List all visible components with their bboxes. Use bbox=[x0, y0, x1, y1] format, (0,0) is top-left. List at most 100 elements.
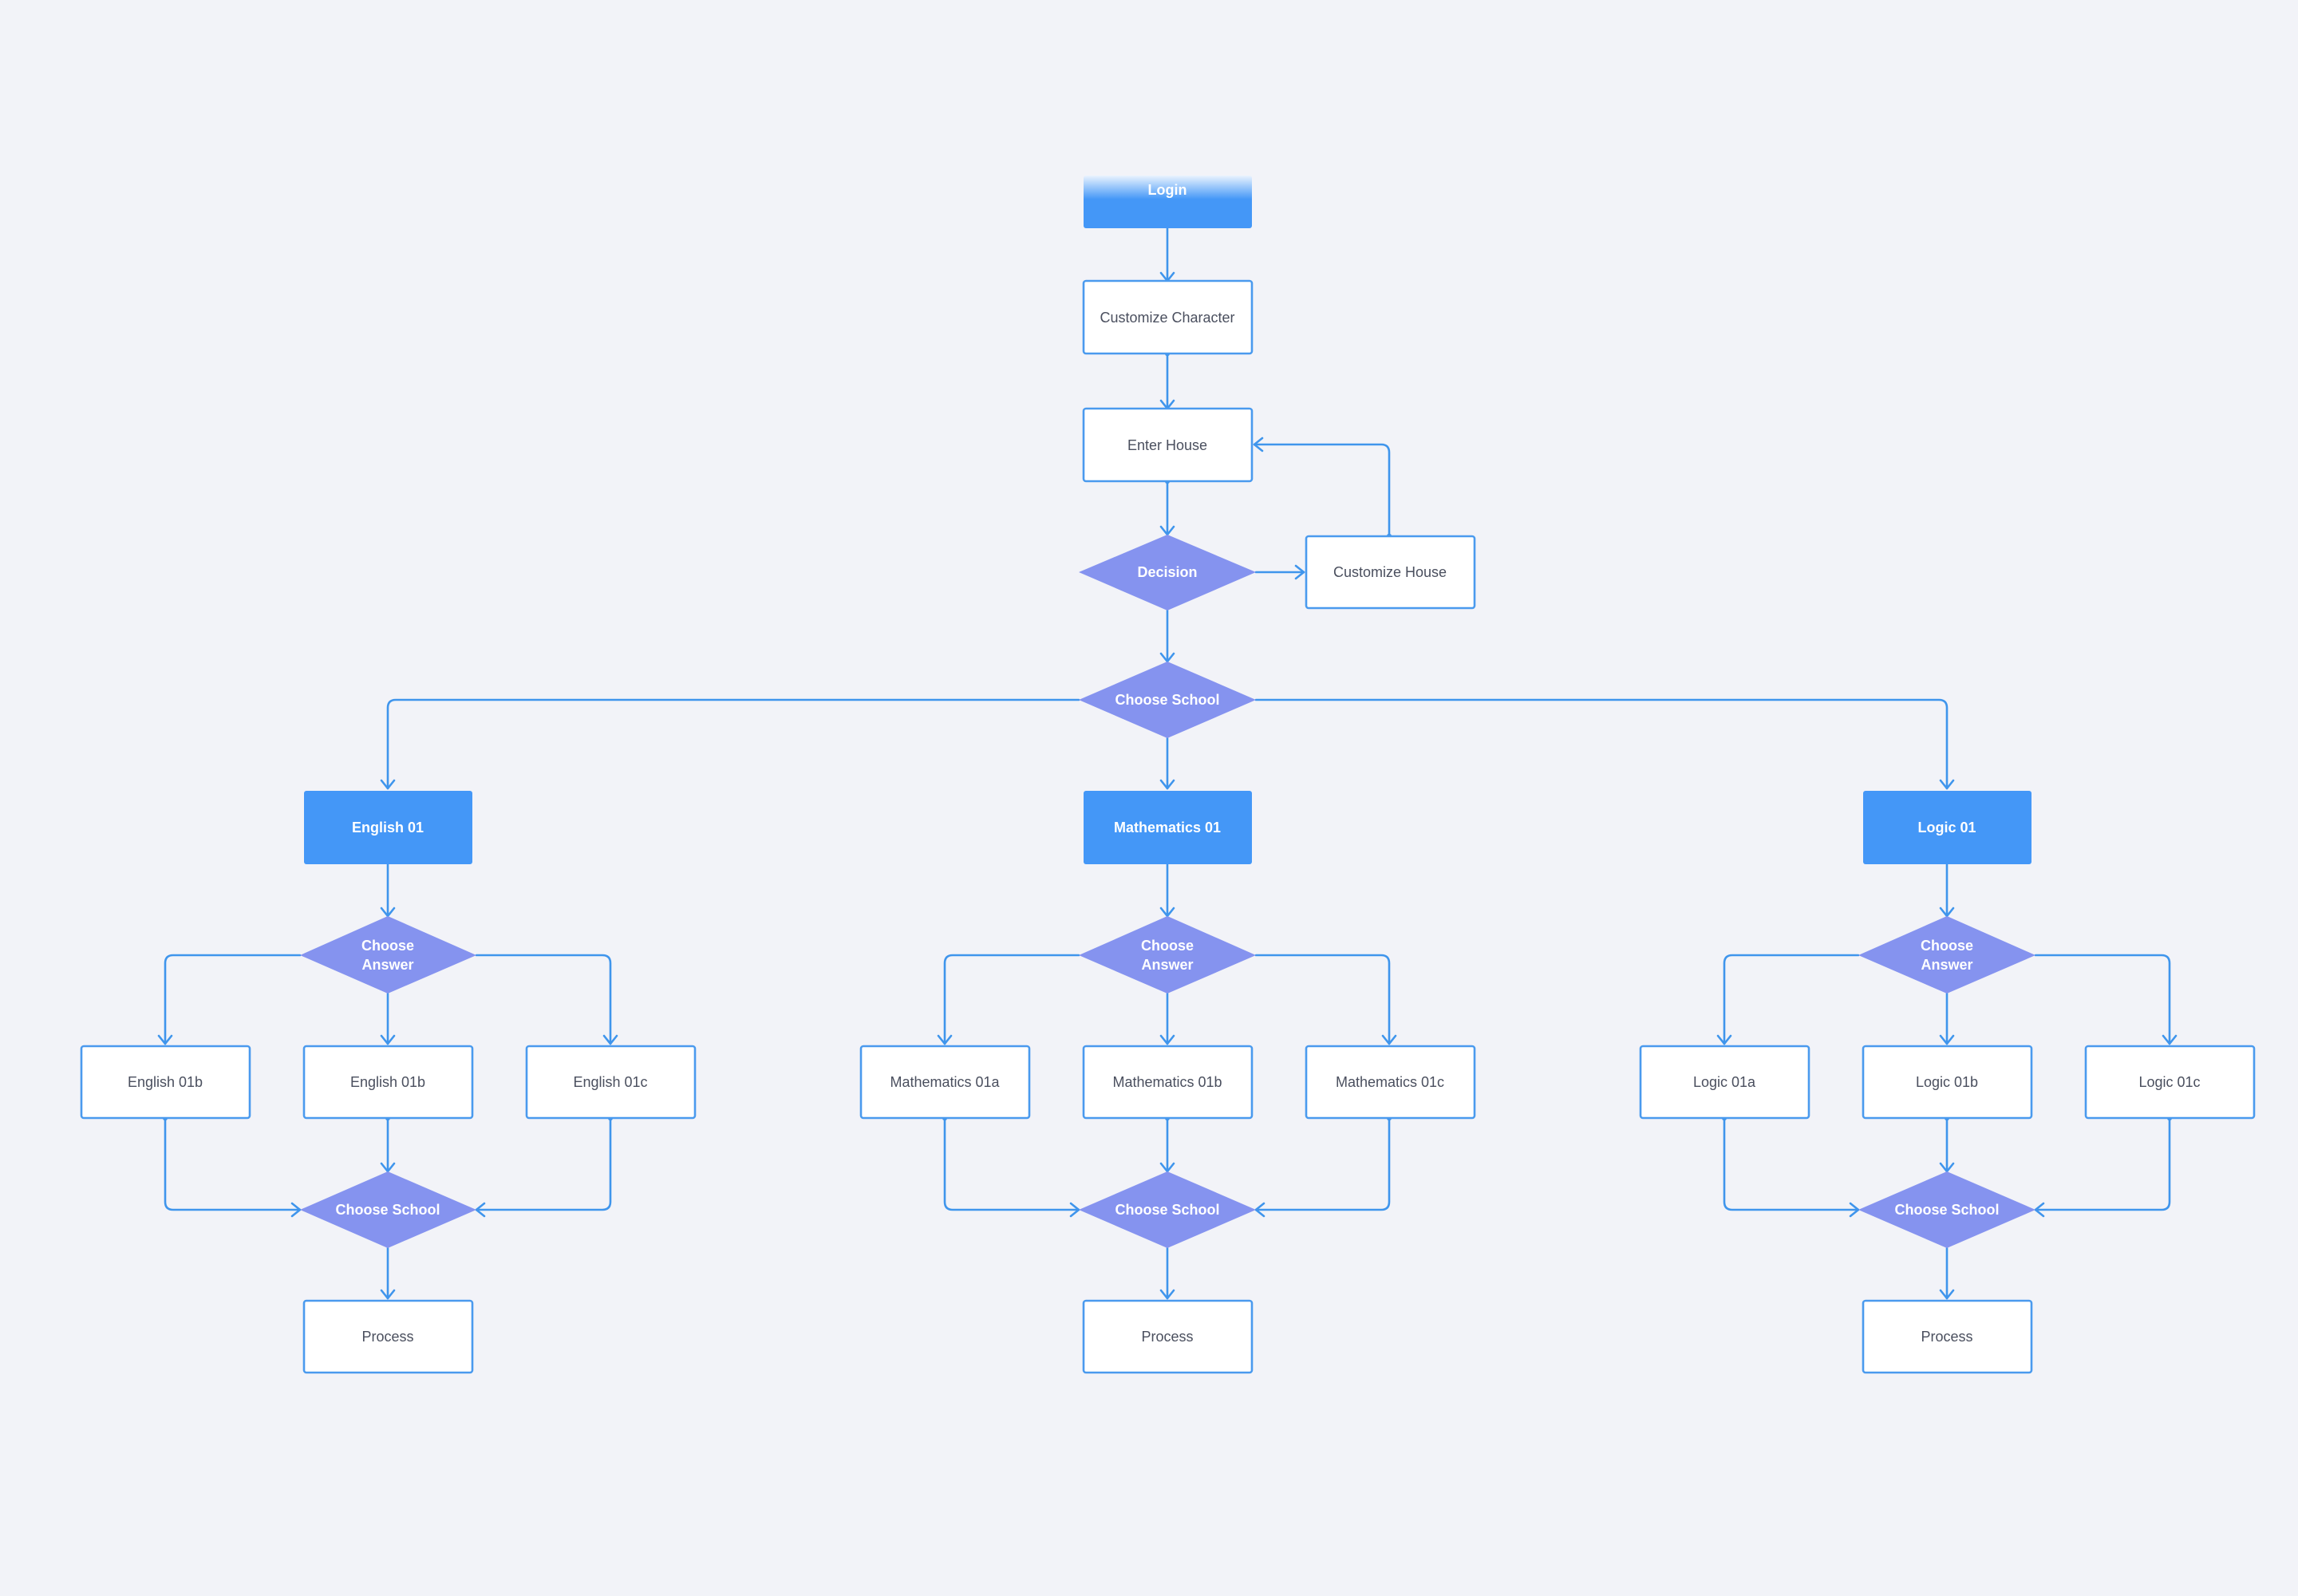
node-login-shape bbox=[1084, 176, 1252, 228]
node-enter-house[interactable]: Enter House bbox=[1082, 407, 1254, 483]
node-mathematics-option-1[interactable]: Mathematics 01a bbox=[859, 1045, 1031, 1120]
connector-choose-school-to-logic bbox=[1254, 698, 1949, 790]
arrow-down-icon bbox=[1716, 1034, 1732, 1045]
connector-english-answer-to-option-3 bbox=[475, 954, 612, 1045]
node-customize-character-shape bbox=[1082, 279, 1254, 355]
node-logic-option-2[interactable]: Logic 01b bbox=[1862, 1045, 2033, 1120]
node-mathematics-option-3[interactable]: Mathematics 01c bbox=[1305, 1045, 1476, 1120]
arrow-down-icon bbox=[1939, 1289, 1955, 1300]
branch-mathematics: Mathematics 01 Choose Answer Mathematics… bbox=[859, 791, 1476, 1374]
arrow-right-icon bbox=[1294, 564, 1305, 580]
connector-mathematics-option-3-to-choose-school bbox=[1254, 1116, 1391, 1211]
node-english-choose-school-label: Choose School bbox=[335, 1202, 440, 1218]
node-logic-head-shape bbox=[1863, 791, 2031, 864]
node-choose-school-main-label: Choose School bbox=[1115, 692, 1219, 708]
node-english-option-1[interactable]: English 01b bbox=[80, 1045, 251, 1120]
node-choose-school-main[interactable]: Choose School bbox=[1079, 662, 1256, 738]
connector-mathematics-answer-to-option-3 bbox=[1254, 954, 1391, 1045]
arrow-left-icon bbox=[1253, 437, 1264, 452]
node-english-option-1-shape bbox=[80, 1045, 251, 1120]
node-english-choose-answer-shape bbox=[300, 916, 476, 994]
node-english-option-1-label: English 01b bbox=[128, 1074, 203, 1090]
node-customize-house[interactable]: Customize House bbox=[1305, 535, 1476, 610]
arrow-down-icon bbox=[380, 1034, 396, 1045]
node-logic-choose-answer-label-line-1: Choose bbox=[1921, 938, 1973, 954]
node-logic-choose-answer-label-line-2: Answer bbox=[1921, 957, 1972, 973]
node-mathematics-choose-answer[interactable]: Choose Answer bbox=[1079, 916, 1256, 994]
connector-english-answer-to-option-1 bbox=[164, 954, 302, 1045]
node-mathematics-choose-school[interactable]: Choose School bbox=[1079, 1171, 1256, 1248]
node-english-option-3[interactable]: English 01c bbox=[525, 1045, 697, 1120]
node-decision-shape bbox=[1079, 535, 1256, 610]
node-mathematics-head-shape bbox=[1084, 791, 1252, 864]
node-logic-option-2-shape bbox=[1862, 1045, 2033, 1120]
node-english-choose-answer-label-line-2: Answer bbox=[361, 957, 413, 973]
node-english-head-label: English 01 bbox=[352, 820, 424, 836]
connectors bbox=[164, 227, 2171, 1300]
node-english-choose-answer[interactable]: Choose Answer bbox=[300, 916, 476, 994]
node-english-option-2[interactable]: English 01b bbox=[302, 1045, 474, 1120]
node-enter-house-label: Enter House bbox=[1127, 437, 1207, 453]
node-customize-character[interactable]: Customize Character bbox=[1082, 279, 1254, 355]
connector-logic-answer-to-option-1 bbox=[1723, 954, 1860, 1045]
arrow-down-icon bbox=[380, 779, 396, 790]
node-logic-process-label: Process bbox=[1921, 1329, 1972, 1345]
arrow-down-icon bbox=[1381, 1034, 1397, 1045]
node-mathematics-choose-answer-shape bbox=[1079, 916, 1256, 994]
node-logic-option-1[interactable]: Logic 01a bbox=[1639, 1045, 1810, 1120]
arrow-down-icon bbox=[380, 1289, 396, 1300]
node-logic-choose-school[interactable]: Choose School bbox=[1858, 1171, 2035, 1248]
node-mathematics-choose-school-label: Choose School bbox=[1115, 1202, 1219, 1218]
node-logic-option-3[interactable]: Logic 01c bbox=[2084, 1045, 2256, 1120]
node-mathematics-option-2[interactable]: Mathematics 01b bbox=[1082, 1045, 1254, 1120]
arrow-down-icon bbox=[602, 1034, 618, 1045]
node-mathematics-process[interactable]: Process bbox=[1082, 1299, 1254, 1374]
node-logic-option-3-shape bbox=[2084, 1045, 2256, 1120]
node-mathematics-process-label: Process bbox=[1141, 1329, 1193, 1345]
node-logic-option-2-label: Logic 01b bbox=[1916, 1074, 1978, 1090]
arrow-down-icon bbox=[1159, 779, 1175, 790]
node-mathematics-choose-answer-label-line-1: Choose bbox=[1141, 938, 1194, 954]
node-english-process-shape bbox=[302, 1299, 474, 1374]
connector-mathematics-option-1-to-choose-school bbox=[943, 1116, 1080, 1211]
node-mathematics-process-shape bbox=[1082, 1299, 1254, 1374]
node-logic-option-3-label: Logic 01c bbox=[2138, 1074, 2200, 1090]
node-english-option-3-label: English 01c bbox=[573, 1074, 647, 1090]
node-mathematics-head[interactable]: Mathematics 01 bbox=[1084, 791, 1252, 864]
node-mathematics-option-3-label: Mathematics 01c bbox=[1336, 1074, 1444, 1090]
node-logic-process[interactable]: Process bbox=[1862, 1299, 2033, 1374]
node-mathematics-option-3-shape bbox=[1305, 1045, 1476, 1120]
node-logic-head[interactable]: Logic 01 bbox=[1863, 791, 2031, 864]
node-mathematics-option-2-shape bbox=[1082, 1045, 1254, 1120]
node-logic-choose-school-label: Choose School bbox=[1894, 1202, 1999, 1218]
node-english-choose-answer-label-line-1: Choose bbox=[361, 938, 414, 954]
node-mathematics-choose-answer-label-line-2: Answer bbox=[1141, 957, 1193, 973]
connector-customize-house-to-enter-house bbox=[1253, 443, 1391, 538]
connector-logic-answer-to-option-3 bbox=[2034, 954, 2171, 1045]
node-logic-option-1-label: Logic 01a bbox=[1693, 1074, 1756, 1090]
node-choose-school-main-shape bbox=[1079, 662, 1256, 738]
node-login[interactable]: Login bbox=[1084, 176, 1252, 228]
node-english-choose-school[interactable]: Choose School bbox=[300, 1171, 476, 1248]
branch-logic: Logic 01 Choose Answer Logic 01a Logic 0… bbox=[1639, 791, 2256, 1374]
node-enter-house-shape bbox=[1082, 407, 1254, 483]
node-english-option-2-shape bbox=[302, 1045, 474, 1120]
node-mathematics-choose-school-shape bbox=[1079, 1171, 1256, 1248]
node-english-option-3-shape bbox=[525, 1045, 697, 1120]
node-english-option-2-label: English 01b bbox=[350, 1074, 425, 1090]
node-customize-character-label: Customize Character bbox=[1100, 310, 1234, 326]
node-english-choose-school-shape bbox=[300, 1171, 476, 1248]
arrow-down-icon bbox=[157, 1034, 173, 1045]
node-logic-option-1-shape bbox=[1639, 1045, 1810, 1120]
node-logic-choose-answer[interactable]: Choose Answer bbox=[1858, 916, 2035, 994]
arrow-down-icon bbox=[1939, 779, 1955, 790]
node-customize-house-shape bbox=[1305, 535, 1476, 610]
node-decision[interactable]: Decision bbox=[1079, 535, 1256, 610]
node-logic-choose-school-shape bbox=[1858, 1171, 2035, 1248]
node-english-process[interactable]: Process bbox=[302, 1299, 474, 1374]
arrow-down-icon bbox=[1159, 1034, 1175, 1045]
connector-logic-option-1-to-choose-school bbox=[1723, 1116, 1860, 1211]
node-english-head[interactable]: English 01 bbox=[304, 791, 472, 864]
node-logic-process-shape bbox=[1862, 1299, 2033, 1374]
